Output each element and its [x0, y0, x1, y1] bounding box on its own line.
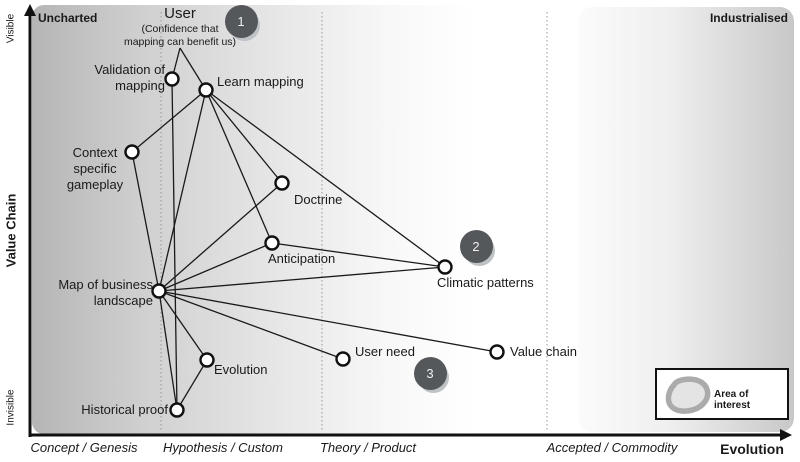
node-label-context: Context specific gameplay	[66, 145, 124, 192]
edge-context-map	[131, 151, 160, 292]
node-label-validation: Validation of mapping	[94, 62, 165, 93]
node-label-anticipation: Anticipation	[268, 251, 336, 266]
edge-evolution-historical	[176, 359, 208, 411]
y-axis-title: Value Chain	[3, 193, 19, 268]
node-context-circle	[124, 144, 140, 160]
edge-doctrine-map	[158, 182, 283, 292]
edge-map-climatic	[158, 266, 446, 292]
x-axis-title: Evolution	[720, 441, 784, 457]
area-of-interest-blob-icon	[665, 376, 711, 414]
step-badge-1: 1	[224, 4, 258, 38]
legend-label: Area of interest	[714, 389, 751, 411]
node-label-learn: Learn mapping	[217, 74, 304, 89]
node-anticipation-circle	[264, 235, 280, 251]
edge-map-evolution	[158, 290, 208, 361]
edge-map-historical	[158, 290, 178, 411]
region-label-uncharted: Uncharted	[38, 11, 98, 25]
step-badge-2: 2	[459, 229, 493, 263]
y-axis-visible-label: Visible	[5, 13, 17, 44]
stage-label-3: Theory / Product	[319, 440, 417, 455]
node-label-doctrine: Doctrine	[294, 192, 343, 207]
edge-validation-historical	[171, 78, 178, 411]
stage-label-4: Accepted / Commodity	[546, 440, 678, 455]
node-label-map: Map of business landscape	[58, 277, 153, 308]
node-label-historical: Historical proof	[81, 402, 168, 417]
edge-anticipation-climatic	[271, 242, 446, 268]
stage-label-2: Hypothesis / Custom	[163, 440, 283, 455]
edge-learn-map	[158, 89, 207, 292]
node-learn-circle	[198, 82, 214, 98]
node-doctrine-circle	[274, 175, 290, 191]
node-climatic-circle	[437, 259, 453, 275]
node-label-evolution: Evolution	[214, 362, 268, 377]
node-label-user-subtitle: (Confidence that mapping can benefit us)	[123, 23, 237, 48]
node-label-climatic: Climatic patterns	[437, 275, 534, 290]
x-axis-arrow-icon	[780, 429, 792, 441]
node-userneed-circle	[335, 351, 351, 367]
node-valuechain-circle	[489, 344, 505, 360]
edge-user-learn	[179, 47, 207, 91]
edge-learn-anticipation	[205, 89, 273, 244]
node-label-user: User(Confidence that mapping can benefit…	[124, 5, 236, 49]
y-axis-arrow-icon	[24, 4, 36, 16]
node-label-valuechain: Value chain	[510, 344, 577, 359]
edge-map-userneed	[158, 290, 344, 360]
stage-label-1: Concept / Genesis	[30, 440, 138, 455]
legend-area-of-interest: Area of interest	[655, 368, 789, 420]
edge-map-valuechain	[158, 290, 498, 353]
node-evolution-circle	[199, 352, 215, 368]
node-historical-circle	[169, 402, 185, 418]
industrialised-gradient-panel	[578, 7, 794, 432]
region-label-industrialised: Industrialised	[709, 11, 788, 25]
node-label-userneed: User need	[355, 344, 415, 359]
y-axis-invisible-label: Invisible	[5, 389, 17, 426]
edge-learn-doctrine	[205, 89, 283, 184]
node-label-user-title: User	[164, 5, 196, 22]
edge-anticipation-map	[158, 242, 273, 292]
node-map-circle	[151, 283, 167, 299]
edge-learn-climatic	[205, 89, 446, 268]
edge-learn-context	[131, 89, 207, 153]
node-validation-circle	[164, 71, 180, 87]
step-badge-3: 3	[413, 356, 447, 390]
